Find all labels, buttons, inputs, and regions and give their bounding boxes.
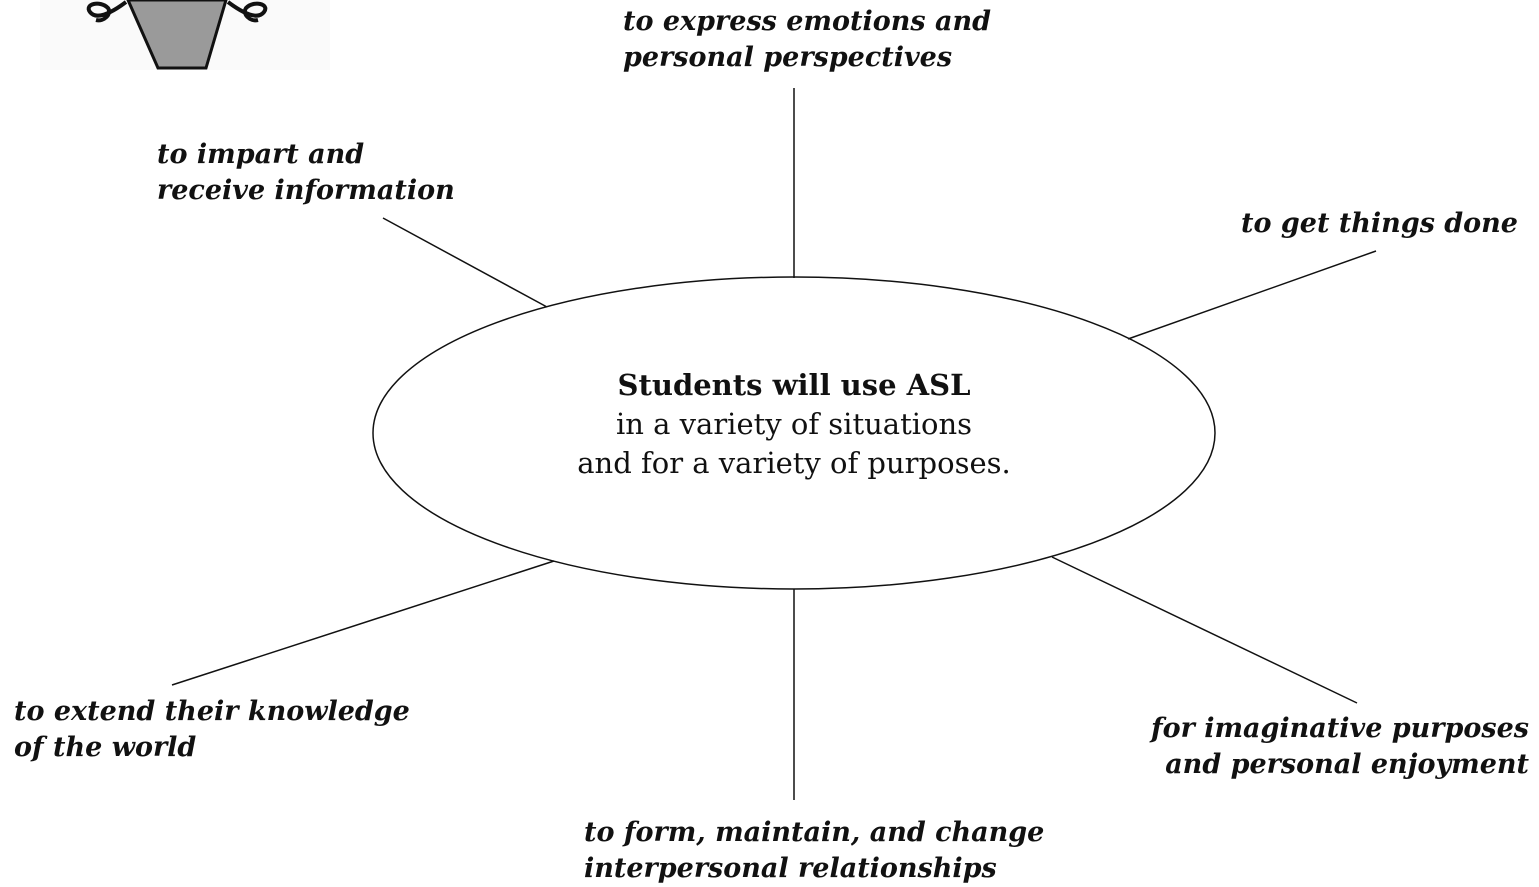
- central-statement-line-2: in a variety of situations: [615, 407, 973, 441]
- purpose-upper-left-line-1: to impart and: [157, 139, 365, 170]
- purpose-lower-right: for imaginative purposes and personal en…: [1151, 711, 1529, 783]
- purpose-upper-right-line-1: to get things done: [1241, 208, 1518, 239]
- purpose-lower-right-line-2: and personal enjoyment: [1165, 749, 1529, 780]
- purpose-upper-left-line-2: receive information: [157, 175, 455, 206]
- purpose-lower-left-line-2: of the world: [14, 732, 197, 763]
- purpose-lower-right-line-1: for imaginative purposes: [1150, 713, 1529, 744]
- purpose-upper-right: to get things done: [1241, 206, 1518, 242]
- connector-lower-left: [171, 560, 555, 686]
- corner-figure-icon: [40, 0, 330, 70]
- central-statement-line-3: and for a variety of purposes.: [577, 446, 1011, 480]
- purpose-lower-left-line-1: to extend their knowledge: [14, 696, 410, 727]
- purpose-top-line-2: personal perspectives: [623, 42, 953, 73]
- purpose-bottom-line-2: interpersonal relationships: [584, 853, 997, 884]
- purpose-top: to express emotions and personal perspec…: [623, 4, 991, 76]
- connector-lower-right: [1051, 556, 1358, 704]
- connector-upper-left: [382, 217, 548, 308]
- purpose-lower-left: to extend their knowledge of the world: [14, 694, 410, 766]
- central-statement: Students will use ASL in a variety of si…: [494, 366, 1094, 483]
- purpose-bottom: to form, maintain, and change interperso…: [584, 815, 1044, 887]
- central-statement-line-1: Students will use ASL: [617, 368, 971, 402]
- connector-upper-right: [1127, 250, 1377, 340]
- purpose-top-line-1: to express emotions and: [623, 6, 991, 37]
- purpose-upper-left: to impart and receive information: [157, 137, 455, 209]
- purpose-bottom-line-1: to form, maintain, and change: [584, 817, 1045, 848]
